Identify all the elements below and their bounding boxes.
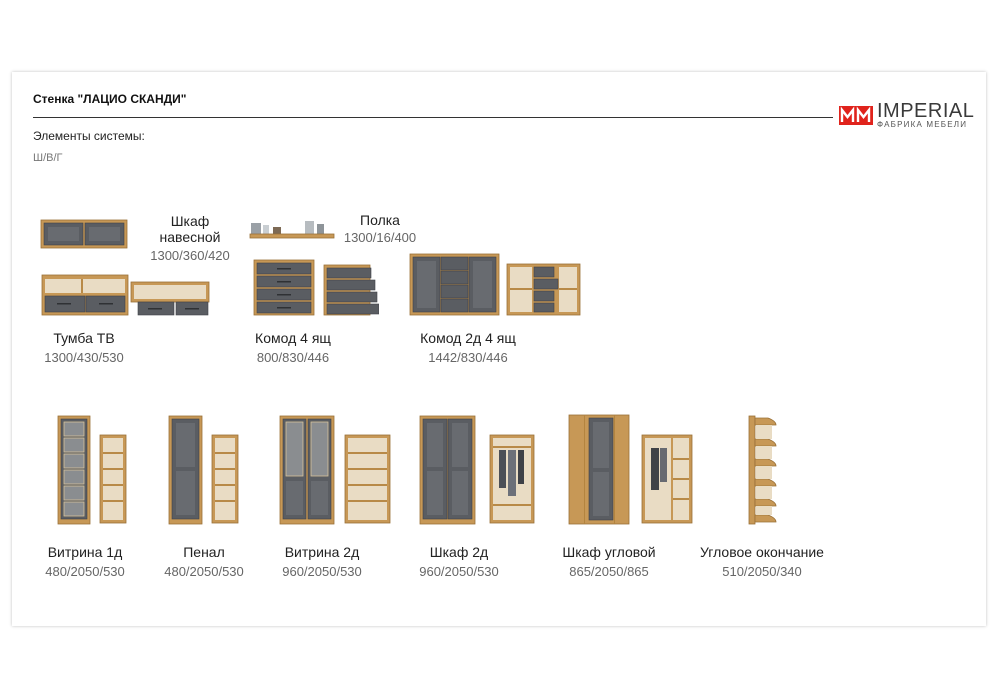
tv-stand-label: Тумба ТВ — [53, 330, 115, 346]
pencil-case-cabinet-label: Пенал — [183, 544, 225, 560]
corner-wardrobe-image — [568, 414, 630, 525]
corner-wardrobe-dims: 865/2050/865 — [569, 564, 649, 579]
dimensions-legend: Ш/В/Г — [33, 152, 63, 164]
wall-cabinet-image — [40, 219, 128, 249]
chest-4-drawers-image — [253, 259, 315, 316]
display-cabinet-2-doors-open-image — [344, 434, 391, 524]
display-cabinet-1-door-dims: 480/2050/530 — [45, 564, 125, 579]
corner-end-shelf-image — [748, 415, 777, 525]
wardrobe-2-doors-image — [419, 415, 476, 525]
chest-2-doors-4-drawers-open-image — [506, 263, 581, 316]
shelf-label: Полка — [360, 212, 400, 228]
display-cabinet-1-door-label: Витрина 1д — [47, 544, 123, 560]
brand-logo-mark — [839, 106, 873, 125]
wardrobe-2-doors-open-image — [489, 434, 535, 524]
display-cabinet-1-door-image — [57, 415, 91, 525]
chest-4-drawers-open-image — [323, 264, 379, 316]
wall-shelf-image — [249, 221, 335, 239]
pencil-case-cabinet-image — [168, 415, 203, 525]
display-cabinet-2-doors-image — [279, 415, 335, 525]
page-title: Стенка "ЛАЦИО СКАНДИ" — [33, 92, 187, 106]
tv-stand-dims: 1300/430/530 — [44, 350, 124, 365]
catalog-sheet — [12, 72, 986, 626]
chest-2-doors-4-drawers-label: Комод 2д 4 ящ — [420, 330, 516, 346]
system-elements-heading: Элементы системы: — [33, 129, 145, 143]
corner-wardrobe-open-image — [641, 434, 693, 524]
tv-stand-open-image — [130, 281, 210, 316]
brand-logo-mm-icon — [840, 106, 871, 122]
wall-cabinet-dims: 1300/360/420 — [150, 248, 230, 263]
brand-logo-wordmark: IMPERIAL — [877, 100, 975, 122]
shelf-dims: 1300/16/400 — [343, 230, 417, 245]
display-cabinet-2-doors-dims: 960/2050/530 — [282, 564, 362, 579]
wardrobe-2-doors-label: Шкаф 2д — [429, 544, 489, 560]
wardrobe-2-doors-dims: 960/2050/530 — [419, 564, 499, 579]
brand-logo-tagline: ФАБРИКА МЕБЕЛИ — [877, 120, 968, 129]
chest-2-doors-4-drawers-image — [409, 253, 500, 316]
chest-4-drawers-label: Комод 4 ящ — [255, 330, 331, 346]
chest-4-drawers-dims: 800/830/446 — [256, 350, 330, 365]
tv-stand-image — [41, 274, 129, 316]
pencil-case-cabinet-dims: 480/2050/530 — [164, 564, 244, 579]
wall-cabinet-label: Шкаф навесной — [159, 213, 221, 245]
display-cabinet-2-doors-label: Витрина 2д — [284, 544, 360, 560]
pencil-case-cabinet-open-image — [211, 434, 239, 524]
corner-end-shelf-dims: 510/2050/340 — [722, 564, 802, 579]
corner-end-shelf-label: Угловое окончание — [700, 544, 824, 560]
display-cabinet-1-door-open-image — [99, 434, 127, 524]
title-divider — [33, 117, 833, 118]
corner-wardrobe-label: Шкаф угловой — [562, 544, 656, 560]
chest-2-doors-4-drawers-dims: 1442/830/446 — [428, 350, 508, 365]
